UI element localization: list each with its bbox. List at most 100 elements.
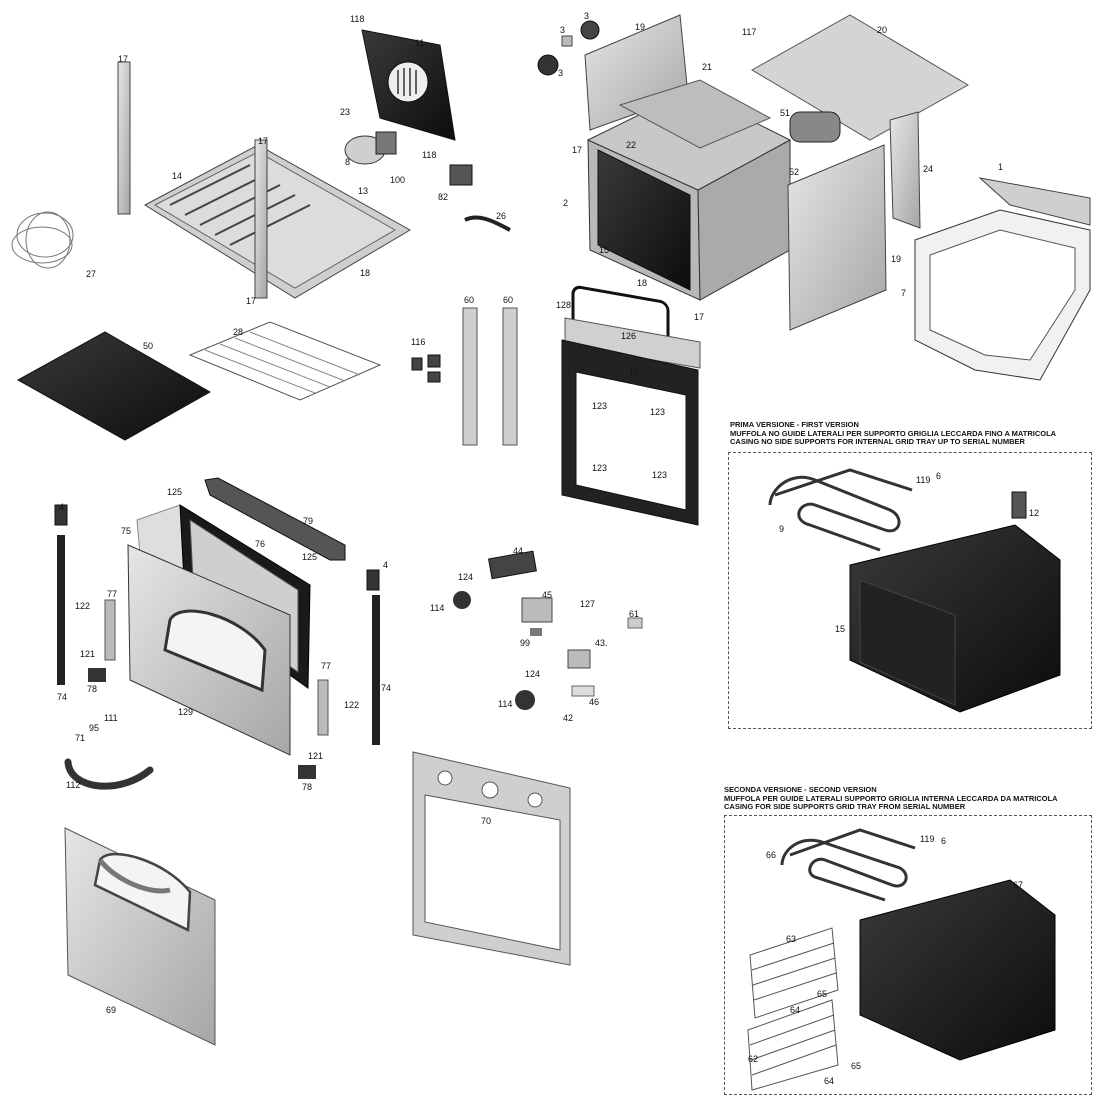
part-label: 12 [1029,508,1040,518]
part-label: 71 [75,733,86,743]
part-label: 3 [584,11,590,21]
oven-body-part [586,79,792,301]
part-label: 119 [920,834,935,844]
part-label: 14 [172,171,183,181]
terminal-block-part [488,550,537,580]
hinge-block-part [298,765,316,779]
heating-element-part [768,468,913,552]
part-label: 70 [481,816,492,826]
second-version-box [724,815,1092,1095]
second-version-header: SECONDA VERSIONE - SECOND VERSION MUFFOL… [724,785,1058,812]
part-label: 15 [599,245,610,255]
top-cover-part [750,14,970,141]
part-label: 4 [383,560,389,570]
switch-part [449,164,473,186]
door-panel-part [127,544,291,756]
part-label: 122 [344,700,360,710]
part-label: 9 [779,524,785,534]
part-label: 26 [496,211,507,221]
part-label: 2 [563,198,569,208]
part-label: 52 [789,167,800,177]
part-label: 74 [57,692,68,702]
part-label: 112 [66,780,81,790]
tangential-fan-part [789,111,841,143]
part-label: 6 [936,471,942,481]
support-part [502,307,518,446]
part-label: 124 [525,669,541,679]
control-panel-part [412,751,571,966]
part-label: 74 [381,683,392,693]
part-label: 15 [835,624,846,634]
part-label: 76 [255,539,266,549]
part-label: 4 [59,502,65,512]
part-label: 114 [430,603,445,613]
part-label: 78 [302,782,313,792]
part-label: 3 [560,25,566,35]
first-version-box [728,452,1092,729]
hinge-bar-part [57,535,65,685]
knob-part [537,54,559,76]
rail-part [117,61,131,215]
part-label: 62 [748,1054,759,1064]
part-label: 11 [415,38,425,48]
part-label: 111 [104,713,118,723]
part-label: 75 [121,526,132,536]
part-label: 123 [592,401,608,411]
door-handle-part [204,477,346,561]
knob-part [453,591,471,609]
part-label: 114 [498,699,513,709]
part-label: 19 [891,254,902,264]
part-label: 13 [358,186,369,196]
second-version-italian: MUFFOLA PER GUIDE LATERALI SUPPORTO GRIG… [724,793,1058,803]
part-label: 124 [458,572,474,582]
oven-door-part [64,827,216,1046]
part-label: 8 [345,157,351,167]
part-label: 64 [824,1076,835,1086]
side-panel-part [787,144,887,331]
part-label: 18 [637,278,648,288]
part-label: 42 [563,713,574,723]
part-label: 27 [86,269,97,279]
part-label: 64 [790,1005,801,1015]
side-panel-part [889,111,921,229]
oven-cavity-part [849,524,1061,713]
part-label: 17 [694,312,705,322]
second-version-title: SECONDA VERSIONE - SECOND VERSION [724,785,877,794]
lamp-part [571,685,595,697]
knob-part [580,20,600,40]
sensor-part [1011,491,1027,519]
part-label: 116 [411,337,426,347]
part-label: 28 [233,327,244,337]
part-label: 65 [851,1061,862,1071]
part-label: 46 [589,697,600,707]
part-label: 118 [350,14,365,24]
part-label: 1 [998,162,1004,172]
knob-part [561,35,573,47]
part-label: 127 [580,599,596,609]
part-label: 51 [780,108,791,118]
part-label: 3 [558,68,564,78]
top-frame-part [143,139,412,299]
part-label: 99 [520,638,531,648]
first-version-italian: MUFFOLA NO GUIDE LATERALI PER SUPPORTO G… [730,428,1057,438]
part-label: 123 [652,470,668,480]
support-part [462,307,478,446]
part-label: 63 [786,934,797,944]
part-label: 17 [258,136,269,146]
front-frame-part [561,339,699,526]
part-label: 69 [106,1005,117,1015]
part-label: 118 [422,150,437,160]
hinge-cap-part [366,569,380,591]
first-version-header: PRIMA VERSIONE - FIRST VERSION MUFFOLA N… [730,420,1057,447]
part-label: 121 [80,649,96,659]
part-label: 128 [556,300,572,310]
second-version-english: CASING FOR SIDE SUPPORTS GRID TRAY FROM … [724,802,966,811]
part-label: 77 [107,589,118,599]
side-rack-part [747,927,839,1091]
baking-tray-part [16,331,212,441]
switch-part [521,597,553,623]
heating-element-part [780,828,916,902]
part-label: 129 [178,707,194,717]
part-label: 119 [916,475,931,485]
